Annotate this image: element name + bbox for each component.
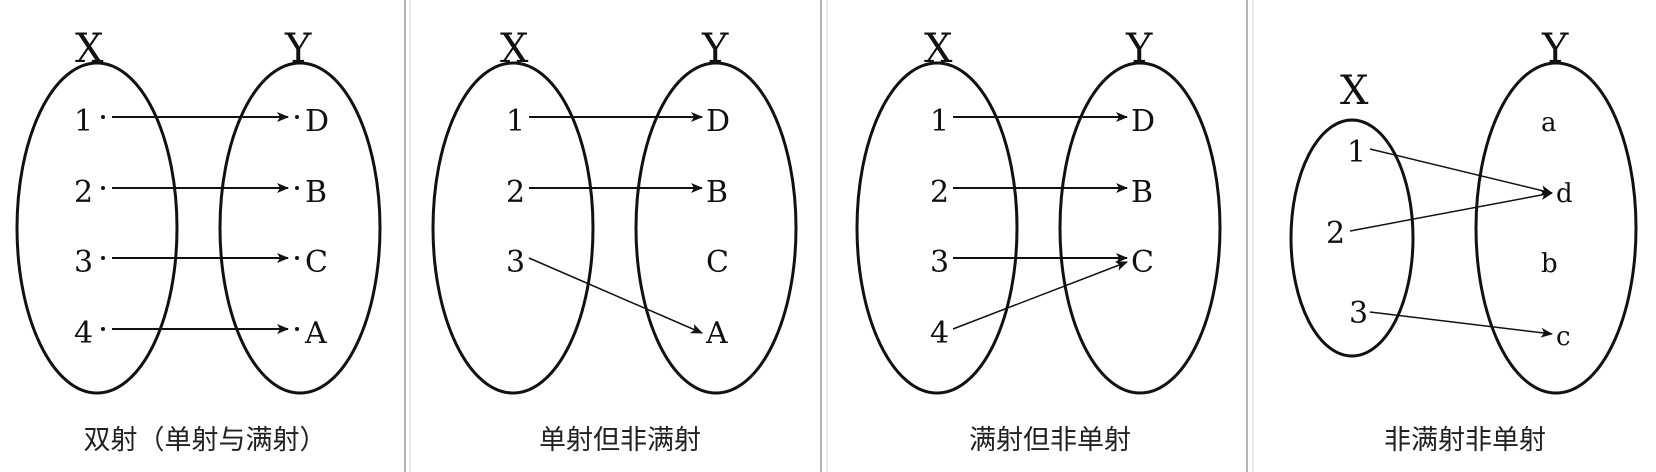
- x-element: 3: [506, 245, 525, 280]
- set-y-label: Y: [284, 26, 312, 72]
- set-y-ellipse: [1058, 61, 1222, 395]
- set-x-ellipse: [1289, 118, 1415, 358]
- point-dot: [295, 327, 299, 331]
- y-element: C: [305, 245, 328, 280]
- panel-surjection: X Y 1 2 3 4 D B C: [855, 26, 1222, 395]
- point-dot: [101, 327, 105, 331]
- x-element: 1: [930, 104, 949, 139]
- set-x-ellipse: [855, 61, 1019, 395]
- set-y-label: Y: [1125, 26, 1153, 72]
- panel-bijection: X Y 1 2 3 4 D B C A: [15, 26, 382, 395]
- mapping-arrow: [528, 257, 703, 334]
- x-element: 2: [74, 175, 93, 210]
- set-y-label: Y: [701, 26, 729, 72]
- y-element: a: [1541, 108, 1557, 138]
- mapping-arrow: [1349, 190, 1553, 232]
- set-x-label: X: [75, 26, 104, 72]
- set-y-ellipse: [1474, 61, 1638, 395]
- y-element: d: [1556, 179, 1573, 209]
- y-element: B: [305, 175, 327, 210]
- x-element: 2: [506, 175, 525, 210]
- set-x-ellipse: [15, 61, 179, 395]
- mapping-arrow: [952, 261, 1128, 330]
- x-element: 2: [930, 175, 949, 210]
- x-element: 3: [74, 245, 93, 280]
- point-dot: [101, 256, 105, 260]
- caption-injection: 单射但非满射: [539, 425, 701, 456]
- set-y-ellipse: [634, 61, 798, 395]
- y-element: b: [1541, 249, 1558, 279]
- y-element: c: [1556, 322, 1571, 352]
- set-x-label: X: [1340, 68, 1369, 114]
- caption-surjection: 满射但非单射: [969, 425, 1131, 456]
- y-element: B: [1131, 175, 1153, 210]
- set-y-label: Y: [1541, 26, 1569, 72]
- y-element: C: [1131, 245, 1154, 280]
- panel-dividers: [404, 0, 1254, 472]
- mapping-arrow: [1369, 311, 1553, 338]
- point-dot: [295, 256, 299, 260]
- y-element: A: [705, 316, 728, 351]
- set-x-label: X: [924, 26, 953, 72]
- point-dot: [101, 186, 105, 190]
- point-dot: [101, 115, 105, 119]
- y-element: A: [304, 316, 327, 351]
- panel-injection: X Y 1 2 3 D B C A: [431, 26, 798, 395]
- set-y-ellipse: [218, 61, 382, 395]
- set-x-label: X: [500, 26, 529, 72]
- x-element: 4: [930, 316, 949, 351]
- caption-bijection: 双射（单射与满射）: [83, 425, 327, 456]
- x-element: 3: [930, 245, 949, 280]
- x-element: 1: [74, 104, 93, 139]
- point-dot: [295, 115, 299, 119]
- mapping-arrow: [1369, 148, 1553, 196]
- y-element: C: [706, 245, 729, 280]
- y-element: D: [305, 104, 329, 139]
- set-x-ellipse: [431, 61, 595, 395]
- x-element: 4: [74, 316, 93, 351]
- y-element: D: [706, 104, 730, 139]
- y-element: B: [706, 175, 728, 210]
- x-element: 3: [1349, 296, 1368, 331]
- x-element: 1: [1347, 135, 1366, 170]
- panel-neither: X Y 1 2 3 a d b c: [1289, 26, 1638, 395]
- y-element: D: [1131, 104, 1155, 139]
- x-element: 1: [506, 104, 525, 139]
- caption-neither: 非满射非单射: [1384, 425, 1546, 456]
- x-element: 2: [1326, 216, 1345, 251]
- point-dot: [295, 186, 299, 190]
